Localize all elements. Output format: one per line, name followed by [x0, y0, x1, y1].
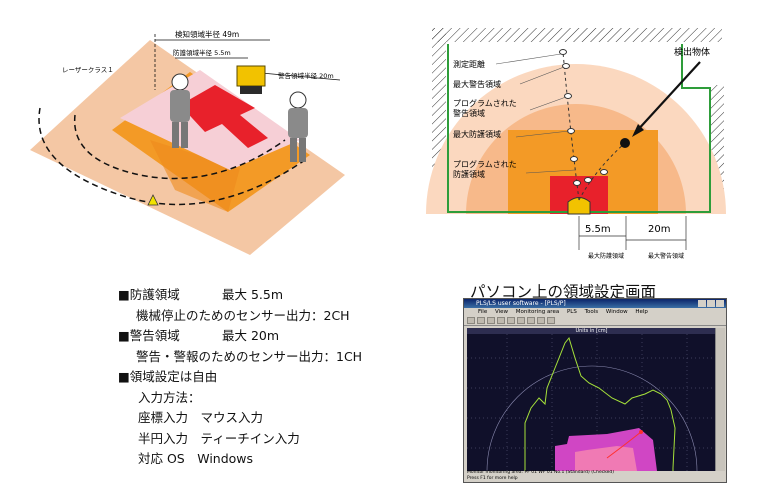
detected-object-arrowhead	[632, 124, 644, 137]
tool-open-icon[interactable]	[477, 317, 485, 324]
spec-list: ■防護領域 最大 5.5m 機械停止のためのセンサー出力：2CH ■警告領域 最…	[118, 285, 418, 470]
close-button[interactable]	[716, 300, 724, 307]
maximize-button[interactable]	[707, 300, 715, 307]
units-label: Units in [cm]	[467, 328, 716, 334]
detected-object-arrow	[634, 61, 701, 134]
warning-arc	[73, 114, 286, 180]
tool-copy-icon[interactable]	[517, 317, 525, 324]
dimension-lines	[578, 216, 687, 250]
screen-title: パソコン上の領域設定画面	[470, 283, 657, 301]
plot-canvas	[467, 334, 716, 471]
label-measure-distance: 測定距離	[453, 59, 485, 69]
menu-view[interactable]: View	[494, 309, 509, 315]
dim-protect-value: 5.5m	[585, 224, 611, 235]
worker-right	[288, 91, 308, 162]
tool-save-icon[interactable]	[487, 317, 495, 324]
spec-os-support: 対応 OS Windows	[138, 451, 254, 466]
warning-radius-label: 警告領域半径 20m	[278, 71, 334, 80]
window-titlebar: PLS/LS user software - [PLS/P]	[464, 299, 726, 308]
protective-zone	[180, 85, 268, 148]
beam-left	[562, 51, 580, 201]
warning-triangle-icon	[147, 194, 159, 206]
detect-arc	[38, 107, 306, 206]
label-programmed-warning-1: プログラムされた	[453, 98, 517, 108]
menu-file[interactable]: File	[478, 309, 488, 315]
top-view-diagram: 測定距離 最大警告領域 プログラムされた 警告領域 最大防護領域 プログラムされ…	[426, 28, 726, 260]
protect-field	[575, 446, 637, 471]
menu-pls[interactable]: PLS	[566, 309, 577, 315]
menu-help[interactable]: Help	[635, 309, 648, 315]
label-max-warning: 最大警告領域	[453, 79, 501, 89]
label-detected-object: 検出物体	[674, 46, 710, 58]
tool-zoom-icon[interactable]	[537, 317, 545, 324]
software-window: PLS/LS user software - [PLS/P] File View…	[463, 298, 727, 483]
spec-protect-value: 最大 5.5m	[222, 287, 284, 302]
warning-zone-texture	[150, 140, 240, 212]
spec-warning-value: 最大 20m	[222, 328, 280, 343]
beam-right	[578, 142, 626, 201]
detected-object	[620, 138, 630, 148]
scanner-sensor	[236, 65, 266, 87]
spec-protect-title: ■防護領域	[118, 287, 180, 302]
tool-help-icon[interactable]	[547, 317, 555, 324]
detection-point	[639, 430, 643, 434]
menu-bar: File View Monitoring area PLS Tools Wind…	[464, 308, 726, 316]
scanner-base	[240, 86, 262, 94]
minimize-button[interactable]	[698, 300, 706, 307]
protect-radius-label: 防護領域半径 5.5m	[173, 48, 231, 57]
spec-free-title: ■領域設定は自由	[118, 369, 218, 384]
measurement-points	[559, 49, 608, 186]
menu-window[interactable]: Window	[605, 309, 628, 315]
dim-warning-value: 20m	[648, 224, 670, 235]
spec-semicircle-input: 半円入力 ティーチイン入力	[138, 430, 300, 446]
tool-paste-icon[interactable]	[527, 317, 535, 324]
spec-protect-desc: 機械停止のためのセンサー出力：2CH	[136, 307, 350, 323]
spec-warning-title: ■警告領域	[118, 328, 180, 343]
tool-print-icon[interactable]	[497, 317, 505, 324]
detection-line	[606, 431, 642, 459]
label-programmed-warning-2: 警告領域	[453, 108, 485, 118]
isometric-diagram: レーザークラス１ 検知領域半径 49m 防護領域半径 5.5m 警告領域半径 2…	[30, 29, 345, 255]
worker-left	[170, 73, 190, 148]
window-title: PLS/LS user software - [PLS/P]	[476, 300, 566, 307]
wall-top	[432, 28, 722, 42]
spec-coord-input: 座標入力 マウス入力	[138, 410, 264, 425]
spec-warning-desc: 警告・警報のためのセンサー出力：1CH	[136, 348, 363, 364]
status-bottom: Press F1 for more help	[467, 476, 518, 481]
status-top: Monitor monitoring area: PF 01 WF 01 No.…	[467, 470, 615, 475]
vertical-scrollbar[interactable]	[715, 328, 725, 471]
label-leaders	[495, 53, 576, 174]
menu-tools[interactable]: Tools	[584, 309, 599, 315]
spec-protect: ■防護領域 最大 5.5m	[118, 285, 418, 306]
tool-cut-icon[interactable]	[507, 317, 515, 324]
dim-warning-label: 最大警告領域	[648, 252, 684, 260]
detect-radius-label: 検知領域半径 49m	[175, 29, 239, 39]
monitoring-plot[interactable]: Units in [cm]	[467, 328, 716, 471]
status-bar: Monitor monitoring area: PF 01 WF 01 No.…	[467, 470, 723, 482]
range-arc	[486, 365, 698, 471]
spec-input-method: 入力方法：	[138, 389, 201, 405]
label-max-protect: 最大防護領域	[453, 129, 501, 139]
toolbar	[464, 316, 726, 326]
menu-monitoring-area[interactable]: Monitoring area	[515, 309, 560, 315]
tool-new-icon[interactable]	[467, 317, 475, 324]
label-programmed-protect-1: プログラムされた	[453, 159, 517, 169]
label-programmed-protect-2: 防護領域	[453, 169, 485, 179]
window-controls	[698, 300, 724, 307]
spec-warning: ■警告領域 最大 20m	[118, 326, 418, 347]
measured-contour	[524, 336, 676, 471]
laser-class-label: レーザークラス１	[62, 66, 114, 74]
dim-protect-label: 最大防護領域	[588, 252, 624, 260]
